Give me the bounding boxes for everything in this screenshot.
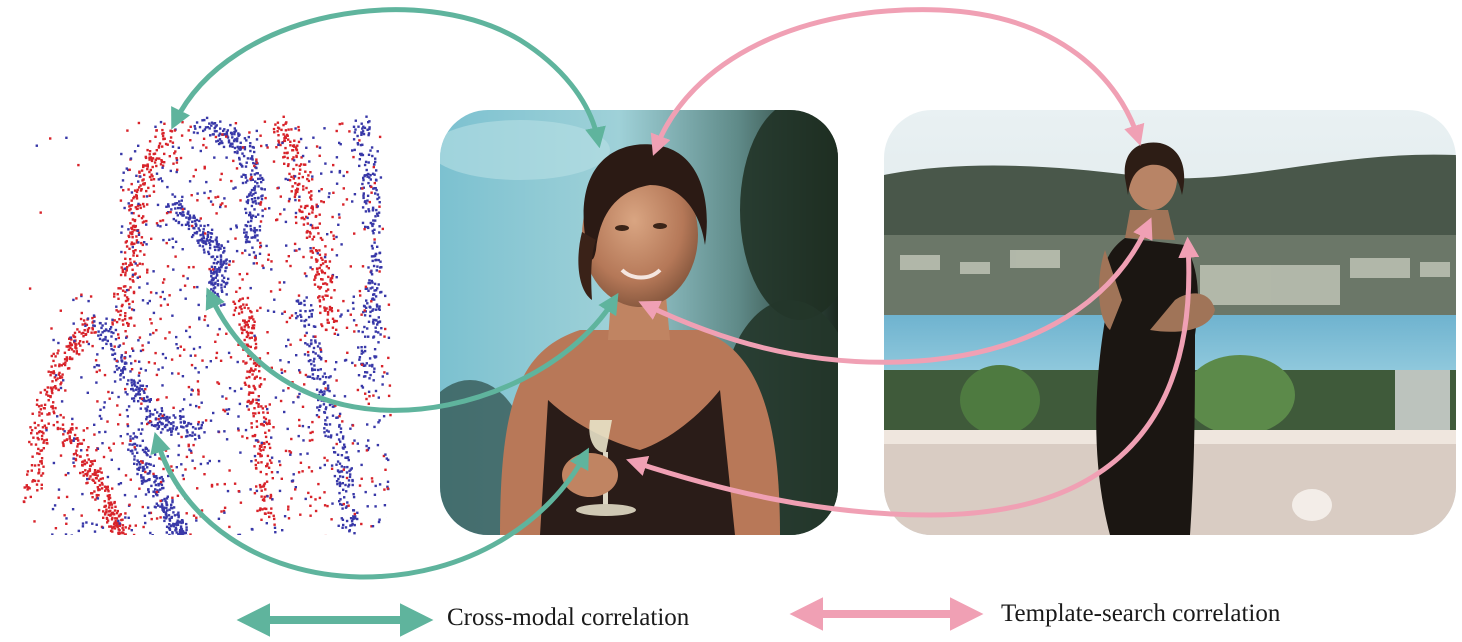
template-search-arrow-hand [626, 236, 1200, 518]
legend-cross-modal-label: Cross-modal correlation [447, 604, 690, 631]
cross-modal-arrow-head [171, 7, 606, 149]
event-frame-panel [5, 110, 397, 535]
legend [236, 597, 984, 637]
rgb-template-panel [440, 110, 838, 535]
cross-modal-arrow-face [205, 287, 619, 413]
cross-modal-arrows [150, 7, 619, 580]
legend-template-search-label: Template-search correlation [1001, 600, 1281, 627]
cross-modal-arrow-hand [150, 431, 589, 580]
template-search-arrow-head [650, 7, 1145, 156]
rgb-search-panel [884, 110, 1456, 535]
template-search-arrows [626, 7, 1200, 518]
